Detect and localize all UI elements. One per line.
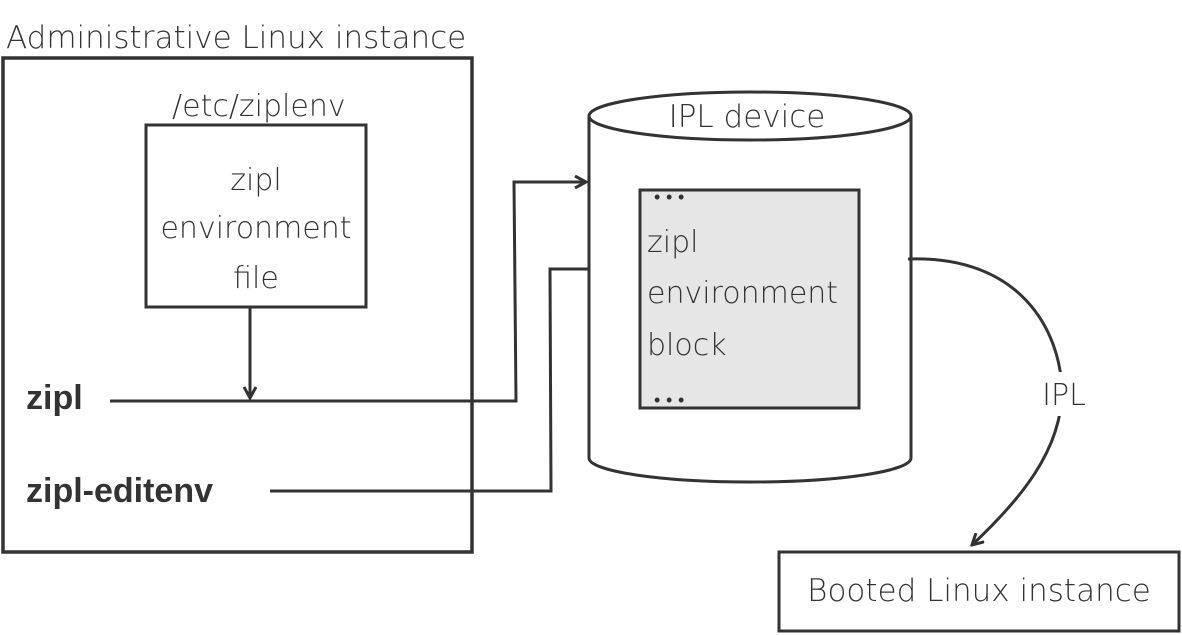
booted-instance-label: Booted Linux instance [807, 573, 1151, 609]
env-file-line-1: zipl [230, 163, 281, 198]
ipl-device-top [587, 90, 913, 142]
env-file-line-3: file [233, 261, 279, 296]
zipl-command-label: zipl [26, 379, 83, 417]
env-block: • • • zipl environment block • • • [638, 187, 861, 411]
admin-linux-instance: Administrative Linux instance [1, 20, 474, 554]
env-block-line-2: environment [647, 276, 838, 311]
booted-instance-box [777, 550, 1181, 633]
zipl-to-ipl-device-arrow [110, 182, 586, 403]
env-block-box [638, 188, 861, 410]
booted-linux-instance: Booted Linux instance [777, 550, 1181, 633]
env-file: /etc/ziplenv zipl environment file [144, 89, 368, 309]
ipl-label-backdrop [1030, 372, 1096, 416]
admin-instance-frame [1, 56, 474, 554]
env-block-line-1: zipl [647, 225, 698, 260]
env-file-box [144, 123, 368, 309]
env-file-line-2: environment [160, 211, 351, 246]
env-file-path: /etc/ziplenv [172, 89, 346, 124]
env-block-dots-bottom: • • • [654, 390, 684, 411]
env-block-dots-top: • • • [654, 187, 684, 208]
zipl-editenv-command-label: zipl-editenv [26, 472, 213, 510]
admin-instance-title: Administrative Linux instance [6, 20, 466, 56]
ipl-arrow-label: IPL [1042, 378, 1086, 413]
ipl-device-label: IPL device [669, 99, 826, 135]
env-block-line-3: block [647, 328, 727, 363]
